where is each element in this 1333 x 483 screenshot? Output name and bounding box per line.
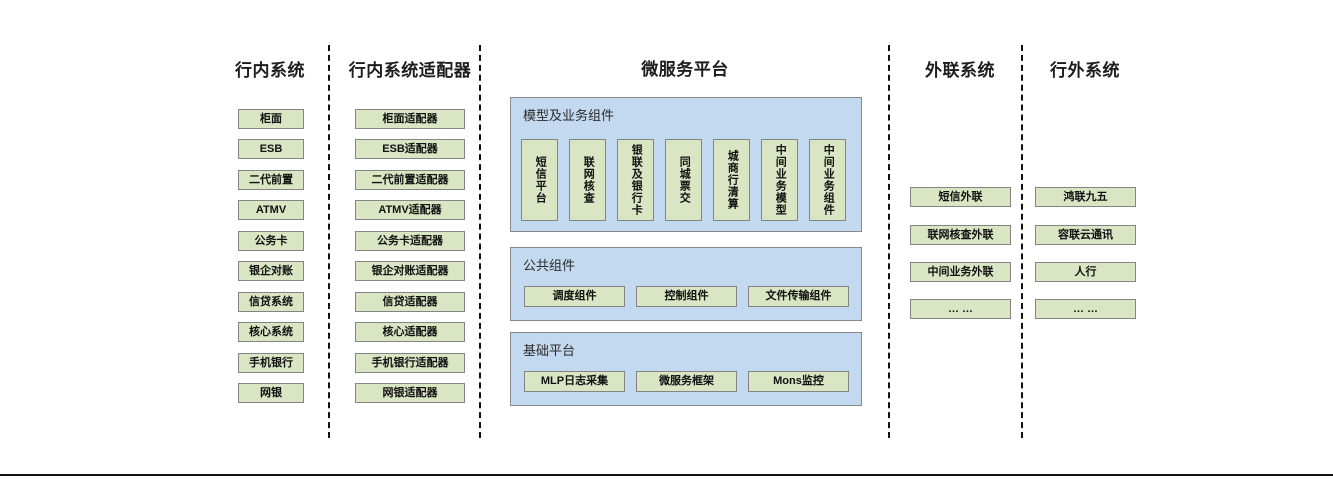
node-model-component-5-label: 城商行清算 xyxy=(726,150,739,210)
divider-4 xyxy=(1021,45,1023,438)
node-model-component-7-label: 中间业务组件 xyxy=(822,144,835,216)
node-in-bank-system-8[interactable]: 核心系统 xyxy=(238,322,304,342)
node-model-component-7[interactable]: 中间业务组件 xyxy=(809,139,846,221)
node-in-bank-adapter-7[interactable]: 信贷适配器 xyxy=(355,292,465,312)
column-title-in-bank-systems: 行内系统 xyxy=(235,61,305,80)
node-model-component-3[interactable]: 银联及银行卡 xyxy=(617,139,654,221)
node-in-bank-adapter-9[interactable]: 手机银行适配器 xyxy=(355,353,465,373)
bottom-rule xyxy=(0,474,1333,476)
node-external-link-2[interactable]: 联网核查外联 xyxy=(910,225,1011,245)
node-model-component-6[interactable]: 中间业务模型 xyxy=(761,139,798,221)
node-model-component-1[interactable]: 短信平台 xyxy=(521,139,558,221)
node-public-component-1[interactable]: 调度组件 xyxy=(524,286,625,307)
node-model-component-5[interactable]: 城商行清算 xyxy=(713,139,750,221)
node-model-component-6-label: 中间业务模型 xyxy=(774,144,787,216)
divider-2 xyxy=(479,45,481,438)
node-in-bank-adapter-3[interactable]: 二代前置适配器 xyxy=(355,170,465,190)
node-public-component-3[interactable]: 文件传输组件 xyxy=(748,286,849,307)
node-base-platform-1[interactable]: MLP日志采集 xyxy=(524,371,625,392)
node-in-bank-adapter-1[interactable]: 柜面适配器 xyxy=(355,109,465,129)
node-in-bank-adapter-2[interactable]: ESB适配器 xyxy=(355,139,465,159)
node-in-bank-system-2[interactable]: ESB xyxy=(238,139,304,159)
node-public-component-2[interactable]: 控制组件 xyxy=(636,286,737,307)
node-external-link-4[interactable]: … … xyxy=(910,299,1011,319)
column-title-in-bank-adapters: 行内系统适配器 xyxy=(348,61,472,80)
node-model-component-2[interactable]: 联网核查 xyxy=(569,139,606,221)
divider-3 xyxy=(888,45,890,438)
node-in-bank-system-7[interactable]: 信贷系统 xyxy=(238,292,304,312)
node-external-link-3[interactable]: 中间业务外联 xyxy=(910,262,1011,282)
node-model-component-1-label: 短信平台 xyxy=(534,156,547,204)
node-in-bank-system-4[interactable]: ATMV xyxy=(238,200,304,220)
column-title-out-bank-systems: 行外系统 xyxy=(1050,61,1120,80)
node-in-bank-adapter-6[interactable]: 银企对账适配器 xyxy=(355,261,465,281)
node-out-bank-3[interactable]: 人行 xyxy=(1035,262,1136,282)
column-title-microservice-platform: 微服务平台 xyxy=(641,60,729,79)
panel-public-components: 公共组件 xyxy=(510,247,862,321)
divider-1 xyxy=(328,45,330,438)
node-in-bank-adapter-5[interactable]: 公务卡适配器 xyxy=(355,231,465,251)
node-external-link-1[interactable]: 短信外联 xyxy=(910,187,1011,207)
panel-title-base-platform: 基础平台 xyxy=(523,343,576,358)
node-model-component-2-label: 联网核查 xyxy=(582,156,595,204)
node-in-bank-system-5[interactable]: 公务卡 xyxy=(238,231,304,251)
node-in-bank-system-9[interactable]: 手机银行 xyxy=(238,353,304,373)
node-base-platform-3[interactable]: Mons监控 xyxy=(748,371,849,392)
node-in-bank-adapter-8[interactable]: 核心适配器 xyxy=(355,322,465,342)
panel-title-public-components: 公共组件 xyxy=(523,258,576,273)
node-in-bank-system-1[interactable]: 柜面 xyxy=(238,109,304,129)
node-in-bank-system-3[interactable]: 二代前置 xyxy=(238,170,304,190)
node-in-bank-adapter-4[interactable]: ATMV适配器 xyxy=(355,200,465,220)
node-model-component-3-label: 银联及银行卡 xyxy=(630,144,643,216)
node-out-bank-2[interactable]: 容联云通讯 xyxy=(1035,225,1136,245)
node-in-bank-adapter-10[interactable]: 网银适配器 xyxy=(355,383,465,403)
panel-base-platform: 基础平台 xyxy=(510,332,862,406)
node-model-component-4[interactable]: 同城票交 xyxy=(665,139,702,221)
panel-title-model-business-components: 模型及业务组件 xyxy=(523,108,615,123)
node-model-component-4-label: 同城票交 xyxy=(678,156,691,204)
column-title-external-link-systems: 外联系统 xyxy=(925,61,995,80)
node-base-platform-2[interactable]: 微服务框架 xyxy=(636,371,737,392)
node-in-bank-system-6[interactable]: 银企对账 xyxy=(238,261,304,281)
node-out-bank-1[interactable]: 鸿联九五 xyxy=(1035,187,1136,207)
node-out-bank-4[interactable]: … … xyxy=(1035,299,1136,319)
node-in-bank-system-10[interactable]: 网银 xyxy=(238,383,304,403)
